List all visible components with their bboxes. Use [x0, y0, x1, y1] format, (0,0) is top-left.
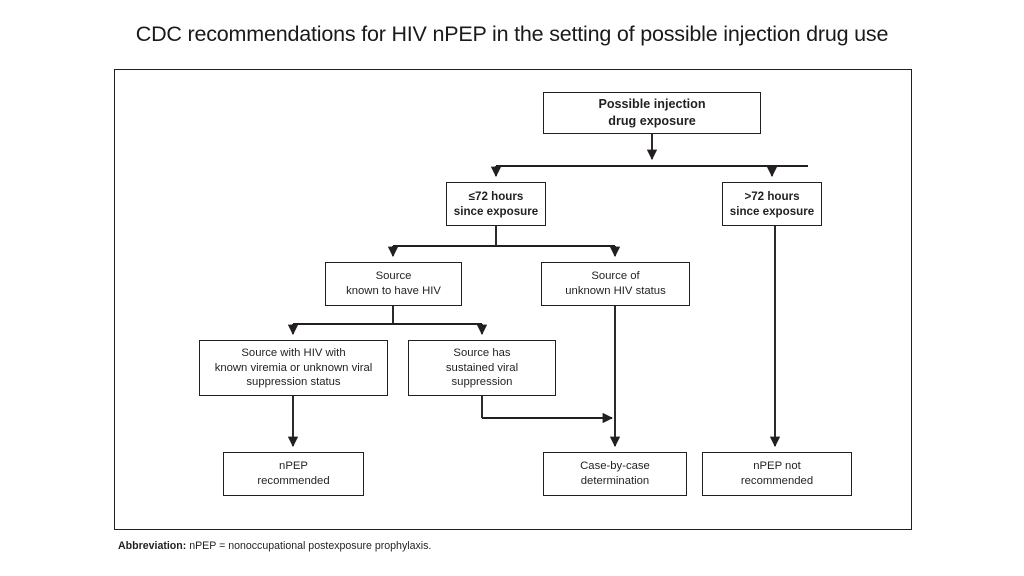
node-possible-injection-drug-exposure: Possible injection drug exposure: [543, 92, 761, 134]
node-label: ≤72 hours since exposure: [453, 189, 539, 218]
node-label: Case-by-case determination: [580, 460, 650, 487]
node-label: Source known to have HIV: [346, 270, 441, 297]
figure-abbreviation-note: Abbreviation: nPEP = nonoccupational pos…: [118, 540, 431, 552]
node-source-known-to-have-hiv: Source known to have HIV: [325, 262, 462, 306]
node-label: >72 hours since exposure: [729, 189, 815, 218]
page-title: CDC recommendations for HIV nPEP in the …: [135, 22, 889, 46]
node-within-72-hours: ≤72 hours since exposure: [446, 182, 546, 226]
node-label: Source with HIV with known viremia or un…: [214, 346, 373, 389]
node-after-72-hours: >72 hours since exposure: [722, 182, 822, 226]
node-label: Possible injection drug exposure: [598, 97, 706, 128]
node-label: nPEP recommended: [257, 460, 330, 487]
node-source-sustained-viral-suppression: Source has sustained viral suppression: [408, 340, 556, 396]
node-case-by-case-determination: Case-by-case determination: [543, 452, 687, 496]
node-source-unknown-hiv-status: Source of unknown HIV status: [541, 262, 690, 306]
abbreviation-text: nPEP = nonoccupational postexposure prop…: [186, 540, 432, 552]
node-label: Source has sustained viral suppression: [445, 346, 519, 389]
node-source-with-known-viremia: Source with HIV with known viremia or un…: [199, 340, 388, 396]
abbreviation-label: Abbreviation:: [118, 540, 187, 552]
node-npep-recommended: nPEP recommended: [223, 452, 364, 496]
node-npep-not-recommended: nPEP not recommended: [702, 452, 852, 496]
node-label: Source of unknown HIV status: [565, 270, 666, 297]
node-label: nPEP not recommended: [740, 460, 814, 487]
